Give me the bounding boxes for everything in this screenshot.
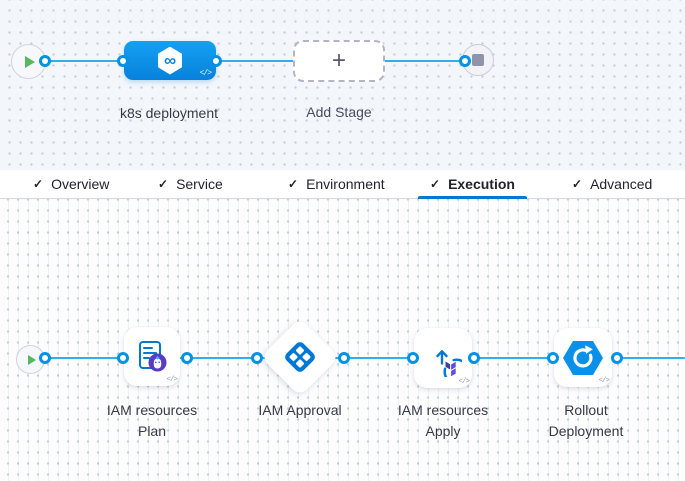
tab-label: Execution [448,176,515,192]
stage-connector-line [45,59,466,62]
port-rollout-right[interactable] [611,352,623,364]
check-icon: ✓ [430,177,441,191]
code-icon: </> [166,376,177,384]
code-icon: </> [199,69,212,78]
stage-config-tabs: ✓ Overview ✓ Service ✓ Environment ✓ Exe… [0,170,685,199]
port-approval-left[interactable] [251,352,263,364]
step-label-rollout: Rollout Deployment [516,400,656,442]
tab-label: Advanced [590,176,653,192]
plus-icon: + [331,47,346,74]
step-iam-resources-plan[interactable]: </> [124,327,180,386]
port-approval-right[interactable] [338,352,350,364]
step-label-approval: IAM Approval [230,400,370,421]
step-iam-resources-apply[interactable]: </> [414,328,472,388]
port-stage-left[interactable] [117,55,129,67]
step-label-apply: IAM resources Apply [373,400,513,442]
step-label-line: Rollout [564,402,608,418]
execution-connector-line [45,356,685,359]
tab-label: Service [176,176,223,192]
stop-icon [472,54,484,66]
port-start[interactable] [39,55,51,67]
step-label-line: Deployment [548,423,624,439]
check-icon: ✓ [158,177,169,191]
stage-graph-canvas: ∞ </> + k8s deployment Add Stage [0,0,685,170]
tab-overview[interactable]: ✓ Overview [21,170,121,198]
port-end[interactable] [459,55,471,67]
tab-service[interactable]: ✓ Service [146,170,235,198]
check-icon: ✓ [572,177,583,191]
step-label-line: Plan [137,423,167,439]
stage-node-k8s-deployment[interactable]: ∞ </> [124,41,216,80]
port-rollout-left[interactable] [547,352,559,364]
code-icon: </> [458,378,469,386]
step-rollout-deployment[interactable]: </> [554,328,612,387]
step-label-plan: IAM resources Plan [82,400,222,442]
step-label-line: Apply [425,423,461,439]
step-label-line: IAM resources [106,402,198,418]
check-icon: ✓ [288,177,299,191]
harness-cd-hexagon-infinity-icon: ∞ [158,46,182,75]
tab-label: Overview [51,176,110,192]
play-icon [27,354,36,365]
add-stage-button[interactable]: + [293,40,385,82]
k8s-rollout-hexagon-icon [563,340,603,375]
tab-label: Environment [306,176,385,192]
stage-label: k8s deployment [119,105,219,121]
tab-environment[interactable]: ✓ Environment [276,170,397,198]
port-plan-right[interactable] [181,352,193,364]
port-stage-right[interactable] [210,55,222,67]
terraform-plan-document-icon [139,340,167,371]
harness-approval-diamond-icon [285,342,315,372]
check-icon: ✓ [33,177,44,191]
step-label-line: IAM Approval [258,402,342,418]
port-apply-right[interactable] [468,352,480,364]
tab-advanced[interactable]: ✓ Advanced [560,170,664,198]
code-icon: </> [598,377,609,385]
add-stage-label: Add Stage [306,104,372,120]
play-icon [25,55,35,68]
port-plan-left[interactable] [117,352,129,364]
port-apply-left[interactable] [407,352,419,364]
step-label-line: IAM resources [397,402,489,418]
terraform-apply-arrow-icon [436,350,462,377]
tab-execution[interactable]: ✓ Execution [418,170,527,199]
port-exec-start[interactable] [39,352,51,364]
